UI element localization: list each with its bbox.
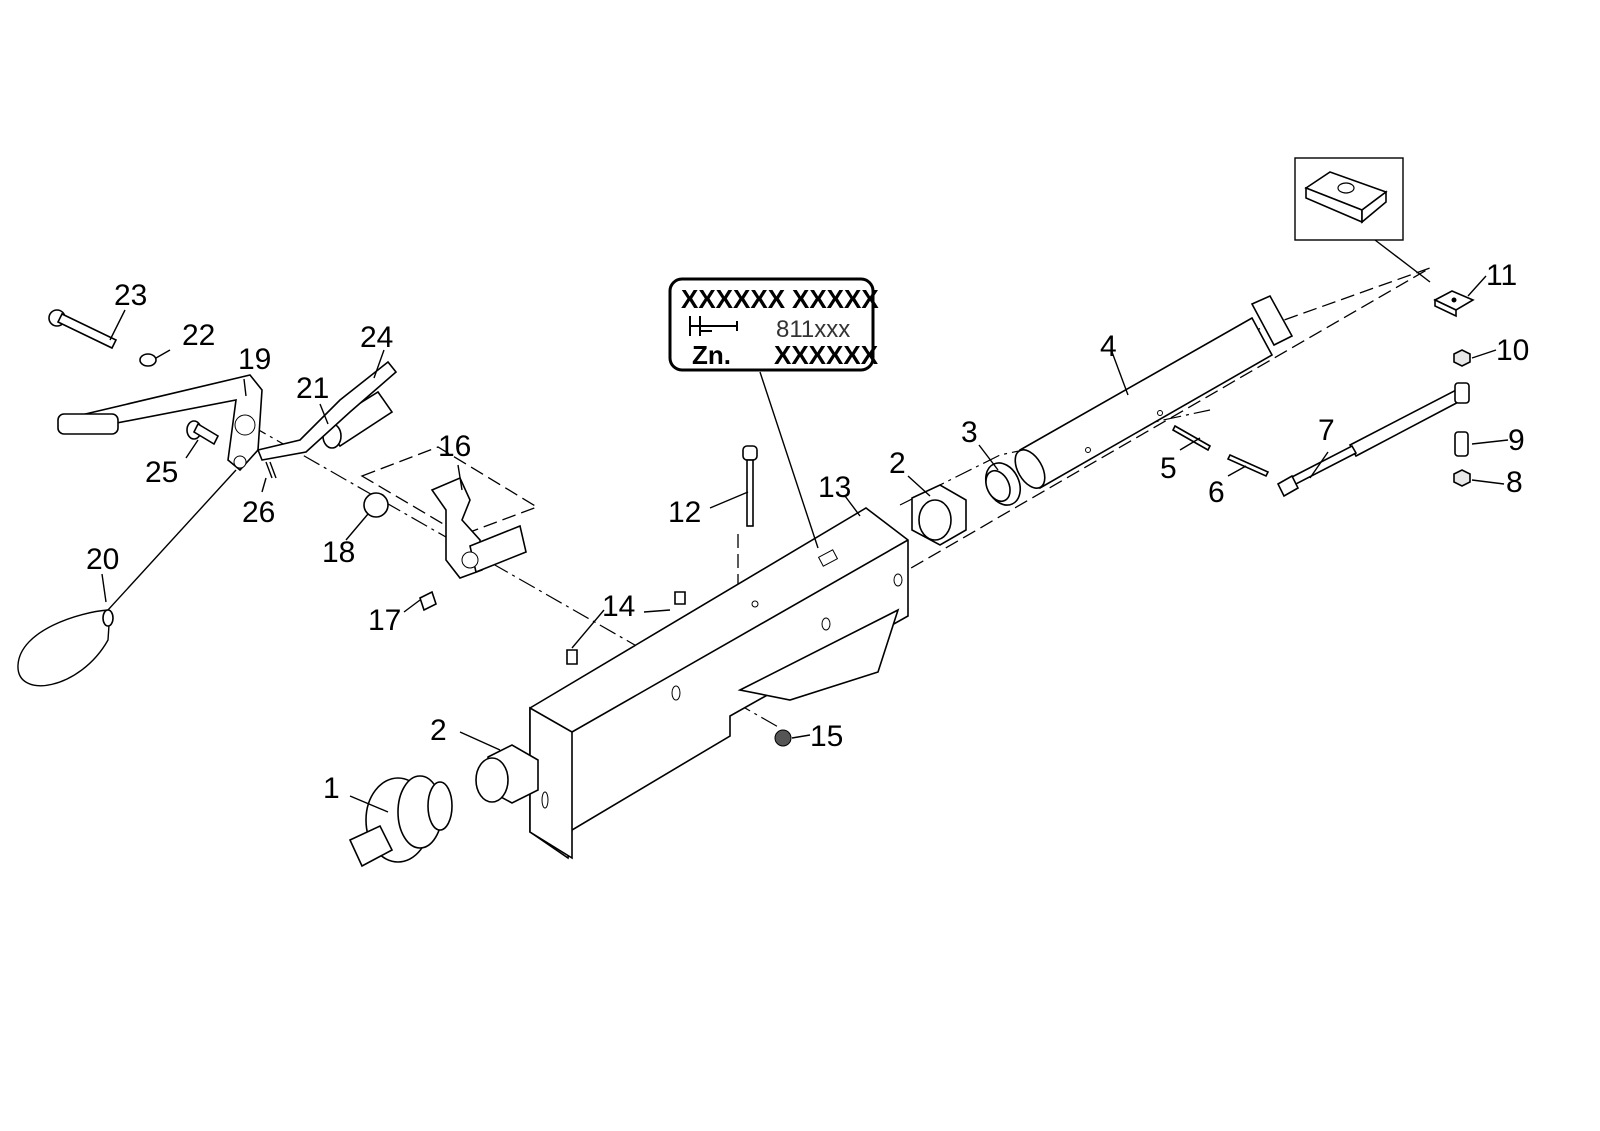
plate-row3-label: Zn. [692,340,731,370]
callout-16: 16 [438,430,471,463]
part-8-nut [1453,469,1471,487]
part-18-sleeve [363,492,389,518]
callout-22: 22 [182,319,215,352]
inset-detail-box [1294,157,1404,241]
part-9-spacer [1454,431,1469,457]
callout-25: 25 [145,456,178,489]
callout-24: 24 [360,321,393,354]
callout-15: 15 [810,720,843,753]
callout-8: 8 [1506,466,1523,499]
hitch-symbol-icon [689,316,738,336]
callout-26: 26 [242,496,275,529]
callout-17: 17 [368,604,401,637]
part-26-clip [265,461,277,479]
part-20-cable [17,469,237,687]
callout-4: 4 [1100,330,1117,363]
type-plate: XXXXXX XXXXX 811xxx Zn. XXXXXX [668,277,879,549]
callout-13: 13 [818,471,851,504]
callout-23: 23 [114,279,147,312]
part-7-gas-spring [1276,382,1470,498]
callout-12: 12 [668,496,701,529]
part-14-grease-nipples [566,591,686,665]
callout-labels: 1 2 2 3 4 5 6 7 8 9 10 11 12 13 14 15 16… [86,259,1529,805]
callout-11: 11 [1486,259,1517,292]
callout-5: 5 [1160,452,1177,485]
callout-14: 14 [602,590,635,623]
plate-row3-value: XXXXXX [774,340,879,370]
part-12-bolt [742,445,758,527]
callout-10: 10 [1496,334,1529,367]
callout-leaders [101,275,1509,813]
part-5-pin [1171,424,1212,452]
callout-6: 6 [1208,476,1225,509]
part-2-bushing-lower [475,744,539,804]
plate-code: 811xxx [776,316,850,343]
part-6-pin [1226,453,1270,478]
part-23-pin [48,309,118,350]
callout-21: 21 [296,372,329,405]
callout-20: 20 [86,543,119,576]
part-22-washer [139,353,157,367]
part-25-bolt [186,420,220,446]
callout-1: 1 [323,772,340,805]
part-16-lock [430,476,527,579]
part-15-cap [774,729,792,747]
part-17-fitting [419,590,437,612]
part-19-lever [57,374,263,472]
part-11-plate [1433,290,1475,318]
part-10-nut [1453,349,1471,367]
callout-19: 19 [238,343,271,376]
callout-7: 7 [1318,414,1335,447]
callout-18: 18 [322,536,355,569]
plate-row1-right: XXXXX [792,284,879,314]
plate-row1-left: XXXXXX [681,284,786,314]
part-13-drawbar [529,507,909,860]
part-24-arm [256,360,398,461]
callout-2-upper: 2 [889,447,906,480]
callout-9: 9 [1508,424,1525,457]
part-4-tube [1014,294,1294,490]
part-1-coupling [348,775,453,868]
part-2-bushing-upper [911,484,967,546]
part-3-ring [984,462,1022,506]
callout-2-lower: 2 [430,714,447,747]
callout-3: 3 [961,416,978,449]
